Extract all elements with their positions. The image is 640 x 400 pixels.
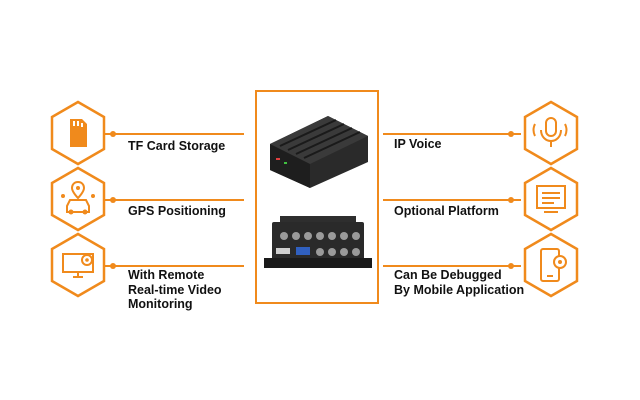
platform-screen-icon <box>522 166 580 232</box>
connector-line <box>383 265 521 267</box>
microphone-icon <box>522 100 580 166</box>
tf-card-icon <box>49 100 107 166</box>
connector-dot <box>508 131 514 137</box>
connector-dot <box>110 131 116 137</box>
mobile-settings-icon <box>522 232 580 298</box>
feature-label-mobile-debug: Can Be Debugged By Mobile Application <box>394 268 525 297</box>
connector-dot <box>508 263 514 269</box>
connector-line <box>383 199 521 201</box>
feature-label-remote-video: With Remote Real-time Video Monitoring <box>128 268 222 311</box>
dvr-device-top-view <box>266 108 370 190</box>
feature-label-tf-card: TF Card Storage <box>128 139 226 153</box>
feature-label-gps: GPS Positioning <box>128 204 226 218</box>
dvr-device-front-panel <box>262 214 374 276</box>
connector-dot <box>110 197 116 203</box>
feature-label-ip-voice: IP Voice <box>394 137 442 151</box>
connector-line <box>104 265 244 267</box>
product-frame <box>255 90 379 304</box>
feature-label-optional-platform: Optional Platform <box>394 204 499 218</box>
connector-dot <box>508 197 514 203</box>
connector-line <box>383 133 521 135</box>
connector-line <box>104 133 244 135</box>
connector-line <box>104 199 244 201</box>
connector-dot <box>110 263 116 269</box>
remote-monitor-icon <box>49 232 107 298</box>
gps-car-icon <box>49 166 107 232</box>
